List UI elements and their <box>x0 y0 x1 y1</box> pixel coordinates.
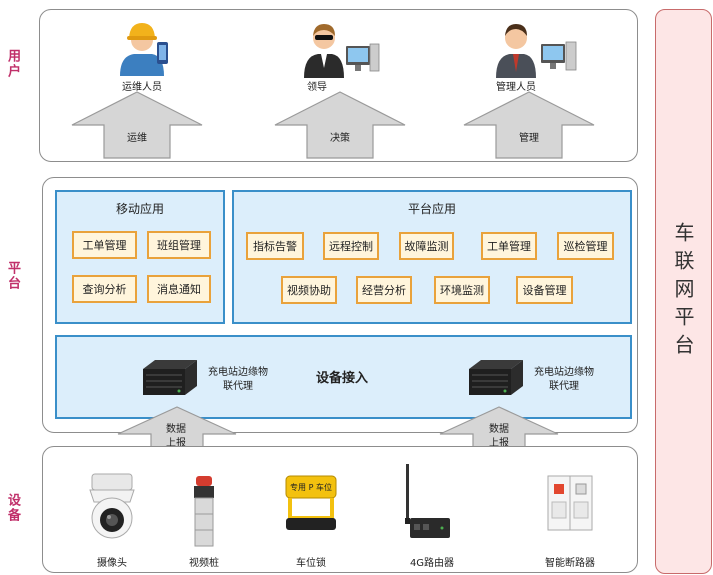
platform-item[interactable]: 环境监测 <box>434 276 490 304</box>
router-icon <box>405 464 450 538</box>
arrow-label-manage: 管理 <box>519 133 539 144</box>
parking-lock-sign: 专用 P 车位 <box>290 483 332 492</box>
device-label-router: 4G路由器 <box>409 558 455 569</box>
edge-proxy-right-label: 充电站边缘物联代理 <box>534 367 594 392</box>
side-label-platform: 平台 <box>5 261 20 291</box>
device-label-video-pile: 视频桩 <box>189 558 219 569</box>
user-label-maintenance: 运维人员 <box>122 82 162 93</box>
report-arrow-label-right: 数据上报 <box>489 424 509 449</box>
mobile-item[interactable]: 工单管理 <box>72 231 137 259</box>
mobile-item[interactable]: 消息通知 <box>147 275 211 303</box>
side-label-user: 用户 <box>5 49 20 79</box>
device-label-parking-lock: 车位锁 <box>296 558 326 569</box>
platform-panel: 车联网平台 <box>655 9 712 574</box>
side-label-device: 设备 <box>5 493 20 523</box>
video-pile-icon <box>194 476 214 547</box>
up-arrow-icon <box>71 91 203 159</box>
mobile-item[interactable]: 查询分析 <box>72 275 137 303</box>
platform-item[interactable]: 巡检管理 <box>557 232 614 260</box>
report-arrow-label-left: 数据上报 <box>166 424 186 449</box>
platform-item[interactable]: 经营分析 <box>356 276 412 304</box>
platform-item[interactable]: 故障监测 <box>399 232 454 260</box>
up-arrow-icon <box>463 91 595 159</box>
platform-app-title: 平台应用 <box>407 202 456 216</box>
platform-item[interactable]: 远程控制 <box>323 232 379 260</box>
platform-item[interactable]: 工单管理 <box>481 232 537 260</box>
maintenance-worker-icon <box>112 18 172 76</box>
mobile-item[interactable]: 班组管理 <box>147 231 211 259</box>
camera-icon <box>89 473 135 539</box>
user-label-leader: 领导 <box>307 82 327 93</box>
platform-item[interactable]: 设备管理 <box>516 276 573 304</box>
up-arrow-icon <box>274 91 406 159</box>
edge-proxy-left-label: 充电站边缘物联代理 <box>208 367 268 392</box>
edge-gateway-icon <box>469 360 523 395</box>
manager-icon <box>492 16 578 78</box>
mobile-app-title: 移动应用 <box>115 202 164 216</box>
parking-lock-icon: 专用 P 车位 <box>282 474 340 536</box>
user-label-manager: 管理人员 <box>496 82 536 93</box>
platform-item[interactable]: 指标告警 <box>246 232 304 260</box>
breaker-icon <box>547 475 593 531</box>
leader-icon <box>302 16 382 78</box>
arrow-label-ops: 运维 <box>127 133 147 144</box>
platform-item[interactable]: 视频协助 <box>281 276 337 304</box>
device-access-title: 设备接入 <box>315 371 368 386</box>
device-layer <box>42 446 638 573</box>
device-label-camera: 摄像头 <box>97 558 127 569</box>
arrow-label-decision: 决策 <box>330 133 350 144</box>
device-label-breaker: 智能断路器 <box>545 558 595 569</box>
platform-panel-label: 车联网平台 <box>671 221 695 362</box>
edge-gateway-icon <box>143 360 197 395</box>
